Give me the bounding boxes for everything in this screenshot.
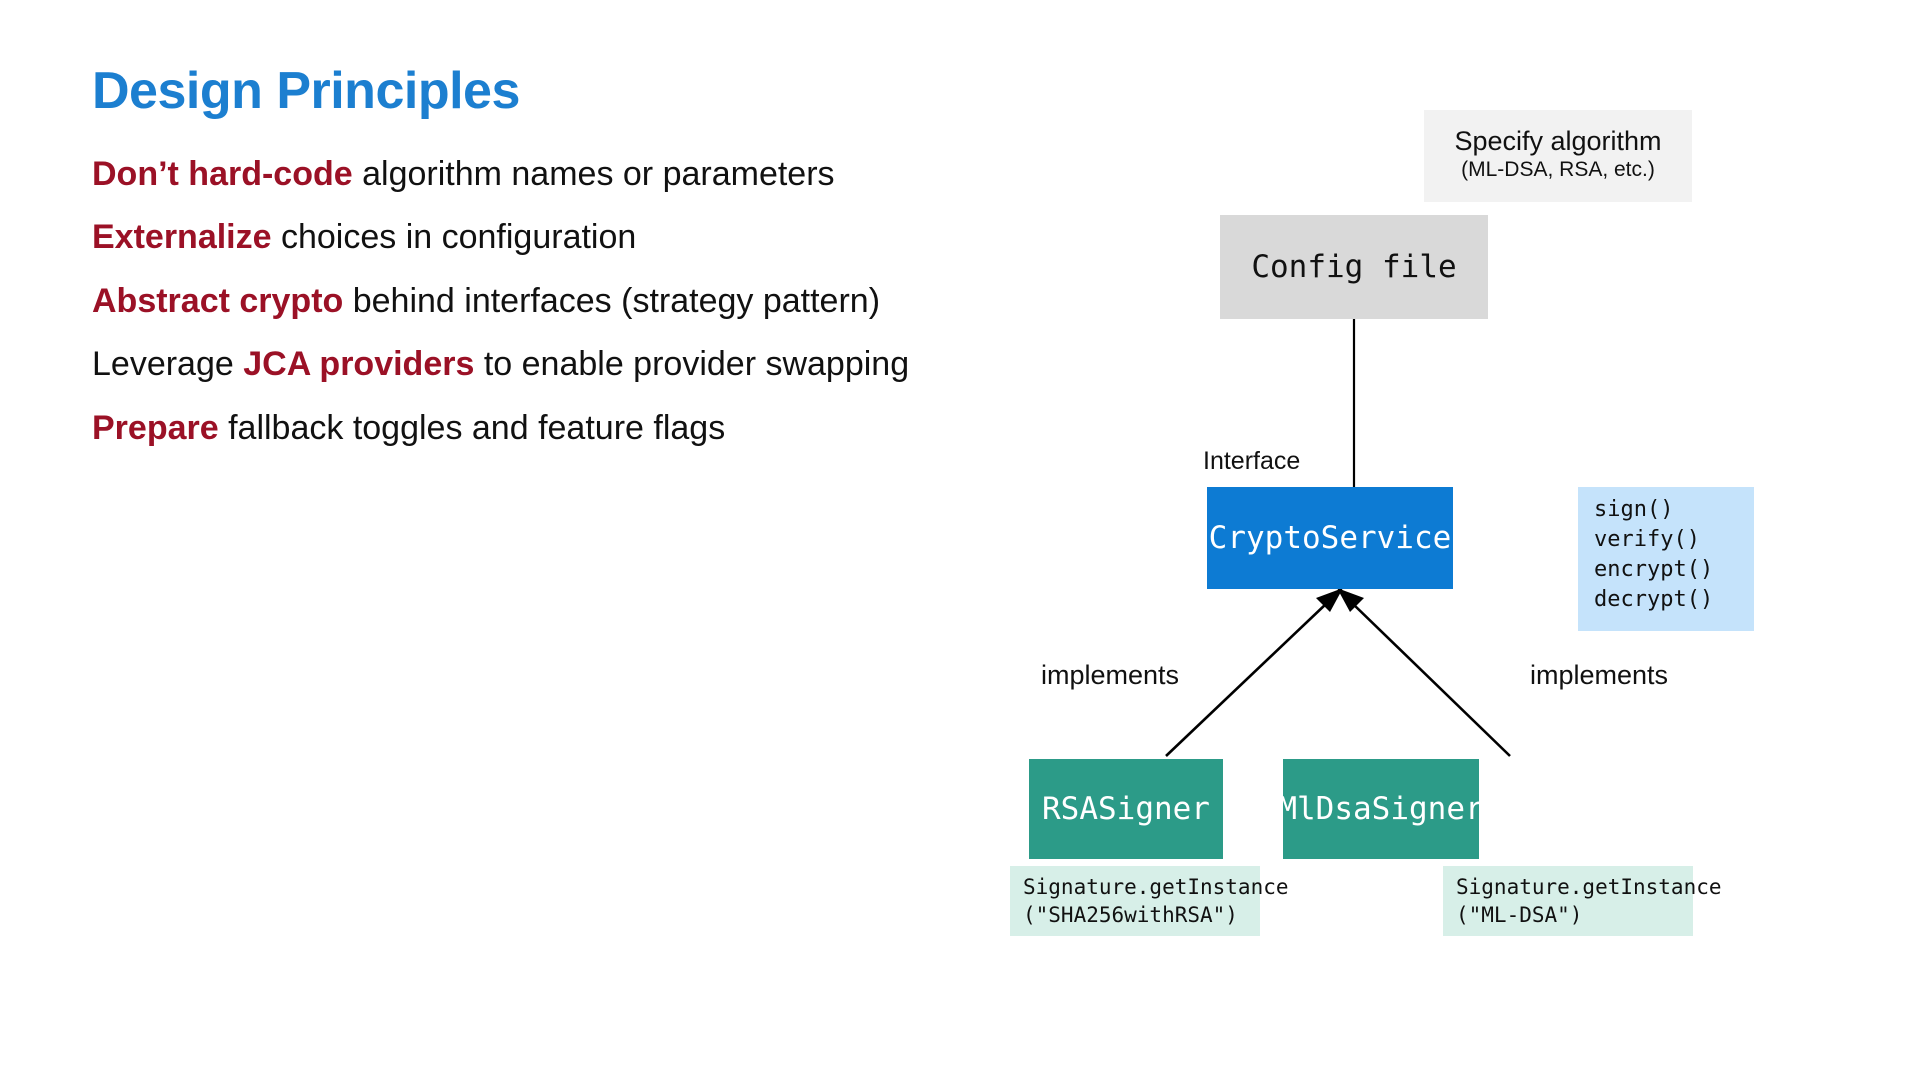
method-sign: sign() bbox=[1594, 497, 1674, 522]
bullet-lead: Don’t hard-code bbox=[92, 154, 353, 193]
bullet-pre: Leverage bbox=[92, 345, 244, 384]
mldsasigner-caption: Signature.getInstance ("ML-DSA") bbox=[1443, 866, 1722, 936]
bullet-rest: to enable provider swapping bbox=[474, 345, 910, 384]
node-rsasigner: RSASigner bbox=[1029, 759, 1223, 859]
rsasigner-label: RSASigner bbox=[1042, 791, 1210, 827]
node-cryptoservice: CryptoService bbox=[1207, 487, 1453, 589]
cryptoservice-label: CryptoService bbox=[1208, 520, 1452, 556]
node-config-file: Config file bbox=[1220, 215, 1488, 319]
specify-algorithm-title: Specify algorithm bbox=[1454, 126, 1662, 157]
bullet-lead: Abstract crypto bbox=[92, 281, 344, 320]
bullet-lead: Prepare bbox=[92, 408, 219, 447]
method-encrypt: encrypt() bbox=[1594, 556, 1714, 582]
bullet-lead: Externalize bbox=[92, 218, 272, 257]
rsasigner-caption: Signature.getInstance ("SHA256withRSA") bbox=[1010, 866, 1289, 936]
implements-label-right: implements bbox=[1530, 660, 1669, 690]
bullet-item: Abstract crypto behind interfaces (strat… bbox=[92, 280, 972, 324]
connector-rsasigner-to-service bbox=[1165, 602, 1328, 757]
page-title: Design Principles bbox=[92, 62, 520, 120]
bullet-item: Prepare fallback toggles and feature fla… bbox=[92, 407, 972, 451]
mldsasigner-caption-line2: ("ML-DSA") bbox=[1456, 902, 1583, 927]
bullet-item: Don’t hard-code algorithm names or param… bbox=[92, 153, 972, 197]
node-mldsasigner: MlDsaSigner bbox=[1278, 759, 1484, 859]
mldsasigner-caption-line1: Signature.getInstance bbox=[1456, 875, 1722, 899]
bullet-lead: JCA providers bbox=[243, 345, 475, 384]
implements-label-left: implements bbox=[1041, 660, 1180, 690]
cryptoservice-methods-panel: sign() verify() encrypt() decrypt() bbox=[1578, 487, 1754, 631]
bullet-item: Externalize choices in configuration bbox=[92, 216, 972, 260]
method-verify: verify() bbox=[1594, 526, 1700, 552]
bullet-rest: behind interfaces (strategy pattern) bbox=[343, 281, 881, 320]
arrowhead-left bbox=[1316, 588, 1343, 612]
bullet-rest: fallback toggles and feature flags bbox=[218, 408, 726, 447]
connector-mldsasigner-to-service bbox=[1351, 602, 1511, 757]
config-file-label: Config file bbox=[1251, 249, 1457, 285]
interface-label: Interface bbox=[1203, 447, 1301, 475]
bullet-rest: choices in configuration bbox=[271, 218, 637, 257]
bullet-item: Leverage JCA providers to enable provide… bbox=[92, 343, 972, 387]
mldsasigner-label: MlDsaSigner bbox=[1278, 791, 1484, 827]
method-decrypt: decrypt() bbox=[1594, 586, 1714, 612]
specify-algorithm-subtitle: (ML-DSA, RSA, etc.) bbox=[1461, 157, 1655, 181]
rsasigner-caption-line1: Signature.getInstance bbox=[1023, 875, 1289, 899]
arrowhead-right bbox=[1337, 588, 1364, 612]
content-column: Design Principles Don’t hard-code algori… bbox=[92, 64, 992, 470]
bullet-rest: algorithm names or parameters bbox=[352, 154, 835, 193]
specify-algorithm-note: Specify algorithm (ML-DSA, RSA, etc.) bbox=[1424, 110, 1692, 202]
rsasigner-caption-line2: ("SHA256withRSA") bbox=[1023, 902, 1238, 927]
